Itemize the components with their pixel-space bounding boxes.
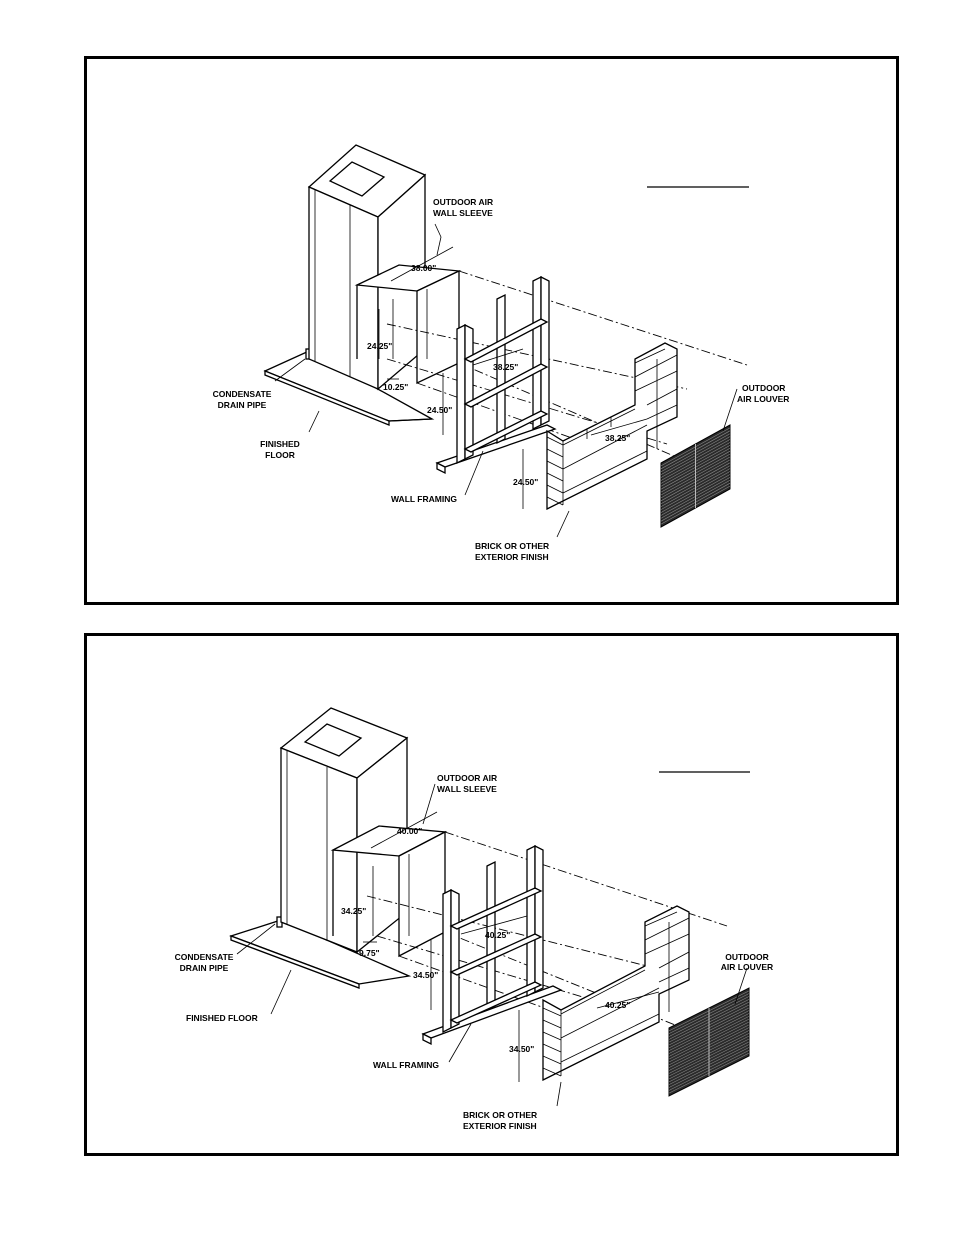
wall-framing: [435, 275, 557, 475]
dim-brick-height: 34.50": [509, 1044, 534, 1054]
outdoor-air-wall-sleeve: [330, 825, 448, 958]
outdoor-air-wall-sleeve: [354, 264, 462, 385]
dim-frame-width: 38.25": [493, 362, 518, 372]
dim-brick-width: 40.25": [605, 1000, 630, 1010]
dimension-lines: [378, 246, 648, 509]
dim-sleeve-height: 34.25": [341, 906, 366, 916]
outdoor-air-louver: [660, 424, 731, 528]
label-finished-floor: FINISHED FLOOR: [186, 1013, 258, 1023]
brick-exterior-finish: [546, 342, 678, 511]
leader-lines: [236, 783, 748, 1107]
dim-brick-height: 24.50": [513, 477, 538, 487]
dim-sleeve-height: 24.25": [367, 341, 392, 351]
dimension-lines: [356, 811, 660, 1082]
outdoor-air-louver: [668, 987, 750, 1097]
finished-floor-slab: [229, 919, 412, 989]
dim-sleeve-offset: 9.75": [359, 948, 380, 958]
air-handler-cabinet: [279, 707, 409, 954]
dim-frame-height: 34.50": [413, 970, 438, 980]
dim-frame-width: 40.25": [485, 930, 510, 940]
brick-exterior-finish: [542, 905, 690, 1082]
dim-sleeve-offset: 10.25": [383, 382, 408, 392]
dim-sleeve-width: 40.00": [397, 826, 422, 836]
label-wall-framing: WALL FRAMING: [373, 1060, 439, 1070]
label-wall-framing: WALL FRAMING: [391, 494, 457, 504]
dim-brick-width: 38.25": [605, 433, 630, 443]
dim-sleeve-width: 38.00": [411, 263, 436, 273]
air-handler-cabinet: [307, 144, 427, 391]
finished-floor-slab: [263, 350, 435, 426]
leader-lines: [274, 223, 738, 538]
wall-framing: [421, 844, 563, 1046]
dim-frame-height: 24.50": [427, 405, 452, 415]
